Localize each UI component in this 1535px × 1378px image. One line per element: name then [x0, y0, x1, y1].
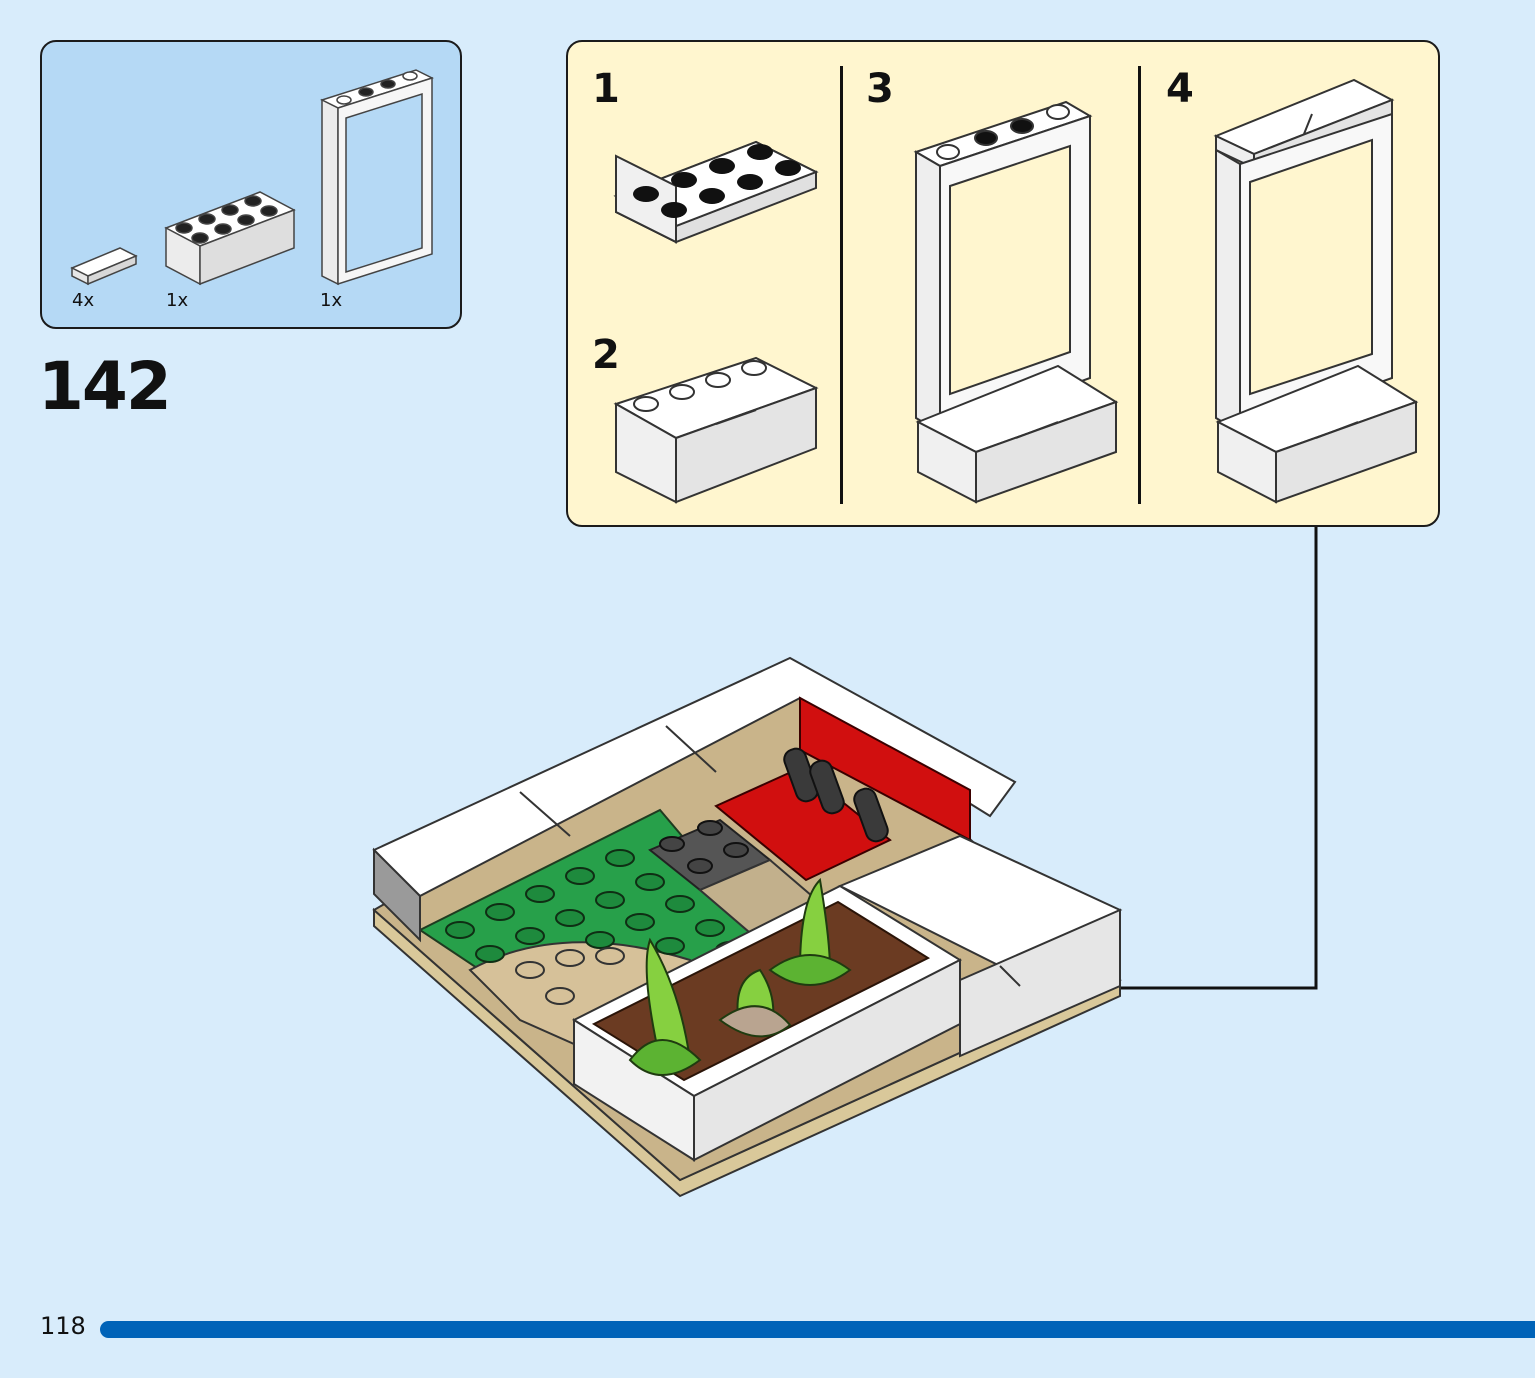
- part-quantity-brick: 1x: [166, 290, 189, 311]
- part-quantity-tile: 4x: [72, 290, 95, 311]
- substep-label-4: 4: [1166, 66, 1194, 112]
- substep-label-3: 3: [866, 66, 894, 112]
- substep-divider: [840, 66, 843, 504]
- tile-part-image: [70, 247, 138, 286]
- substep-1-image: [613, 140, 819, 244]
- substep-3-image: [913, 100, 1119, 504]
- subassembly-panel: 1 2 3 4: [566, 40, 1440, 527]
- substep-label-1: 1: [592, 66, 620, 112]
- substep-divider: [1138, 66, 1141, 504]
- step-number: 142: [38, 348, 172, 425]
- page-number: 118: [40, 1312, 86, 1340]
- brick-part-image: [164, 191, 296, 286]
- progress-bar: [100, 1321, 1535, 1338]
- substep-2-image: [613, 356, 819, 504]
- substep-4-image: [1213, 78, 1419, 504]
- parts-illustration: [70, 69, 434, 286]
- parts-list-panel: 4x 1x 1x: [40, 40, 462, 329]
- window-part-image: [320, 69, 434, 286]
- part-quantity-window: 1x: [320, 290, 343, 311]
- main-model-image: [372, 656, 1123, 1198]
- substep-label-2: 2: [592, 332, 620, 378]
